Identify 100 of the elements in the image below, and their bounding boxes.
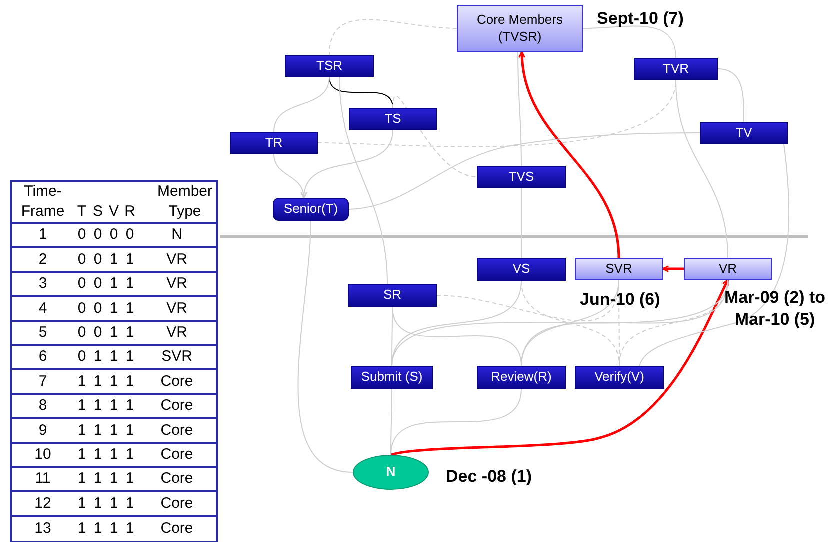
state-box: Submit (S) (351, 366, 433, 389)
connector-line (390, 388, 522, 456)
bit-value: 1 (124, 420, 136, 440)
state-box: Verify(V) (575, 366, 664, 389)
bit-value: 0 (92, 298, 104, 318)
bit-value: 1 (124, 323, 136, 342)
time-frame-number: 12 (34, 494, 52, 514)
connector-line (521, 280, 728, 366)
connector-line (518, 52, 522, 166)
member-type: VR (166, 250, 188, 270)
connector-line (618, 280, 620, 366)
bit-value: 0 (76, 347, 88, 367)
bit-value: 0 (76, 323, 88, 342)
connector-line (639, 144, 790, 366)
transition-arrow (390, 279, 730, 456)
time-frame-number: 2 (38, 250, 48, 270)
highlighted-state-box: VR (684, 258, 772, 280)
highlighted-state-box: Core Members (TVSR) (457, 5, 583, 52)
time-frame-number: 6 (38, 347, 48, 367)
member-type: Core (160, 519, 194, 539)
column-header: T (76, 202, 88, 221)
bit-value: 1 (76, 469, 88, 489)
date-label: Jun-10 (6) (580, 289, 662, 311)
state-box: TVR (634, 58, 718, 80)
state-box: TV (700, 122, 788, 144)
time-frame-number: 10 (34, 444, 52, 464)
bit-value: 1 (92, 372, 104, 392)
state-box: TSR (285, 55, 374, 77)
connector-line (676, 80, 728, 258)
connector-line (329, 19, 458, 56)
member-type: VR (166, 323, 188, 342)
column-header: R (124, 202, 136, 221)
bit-value: 1 (124, 444, 136, 464)
bit-value: 1 (76, 420, 88, 440)
connector-line (298, 220, 354, 473)
bit-value: 0 (92, 323, 104, 342)
bit-value: 0 (76, 274, 88, 294)
connector-line (274, 76, 330, 132)
member-type: VR (166, 298, 188, 318)
bit-value: 1 (108, 469, 120, 489)
bit-value: 1 (108, 250, 120, 270)
bit-value: 1 (124, 298, 136, 318)
state-box: VS (477, 258, 566, 281)
bit-value: 1 (124, 274, 136, 294)
bit-value: 1 (108, 494, 120, 514)
bit-value: 1 (92, 420, 104, 440)
bit-value: 1 (124, 396, 136, 416)
member-type: SVR (160, 347, 194, 367)
state-box: TR (230, 132, 318, 154)
time-frame-number: 4 (38, 298, 48, 318)
column-header: S (92, 202, 104, 221)
bit-value: 1 (76, 494, 88, 514)
bit-value: 1 (76, 372, 88, 392)
member-type: Core (160, 372, 194, 392)
bit-value: 1 (108, 298, 120, 318)
bit-value: 1 (124, 494, 136, 514)
time-frame-number: 11 (34, 469, 52, 489)
column-header: V (108, 202, 120, 221)
time-frame-number: 9 (38, 420, 48, 440)
connector-line (521, 188, 522, 258)
member-type: Core (160, 420, 194, 440)
bit-value: 1 (108, 396, 120, 416)
bit-value: 1 (92, 494, 104, 514)
bit-value: 0 (92, 225, 104, 245)
bit-value: 1 (76, 396, 88, 416)
bit-value: 1 (92, 469, 104, 489)
bit-value: 1 (124, 469, 136, 489)
member-type: Core (160, 444, 194, 464)
bit-value: 1 (124, 519, 136, 539)
state-box: Review(R) (477, 366, 566, 389)
column-header: Member Type (156, 182, 214, 221)
date-label: Sept-10 (7) (597, 8, 685, 30)
connector-line (718, 68, 744, 122)
bit-value: 1 (124, 347, 136, 367)
bit-value: 0 (92, 274, 104, 294)
member-type: Core (160, 469, 194, 489)
bit-value: 1 (92, 519, 104, 539)
bit-value: 0 (76, 250, 88, 270)
bit-value: 1 (108, 444, 120, 464)
bit-value: 1 (108, 372, 120, 392)
member-type: N (170, 225, 184, 245)
bit-value: 1 (92, 347, 104, 367)
bit-value: 0 (76, 225, 88, 245)
bit-value: 1 (108, 323, 120, 342)
connector-line (348, 132, 700, 210)
member-type: Core (160, 396, 194, 416)
bit-value: 1 (76, 444, 88, 464)
bit-value: 0 (108, 225, 120, 245)
column-header: Time-Frame (20, 182, 66, 221)
state-box: SR (348, 284, 437, 307)
bit-value: 0 (124, 225, 136, 245)
state-box: TVS (477, 166, 566, 188)
bit-value: 1 (108, 347, 120, 367)
bit-value: 1 (108, 274, 120, 294)
start-ellipse: N (353, 455, 429, 490)
member-type: Core (160, 494, 194, 514)
bit-value: 1 (108, 420, 120, 440)
state-box: Senior(T) (273, 198, 349, 221)
transition-arrow (662, 266, 684, 272)
bit-value: 1 (124, 372, 136, 392)
